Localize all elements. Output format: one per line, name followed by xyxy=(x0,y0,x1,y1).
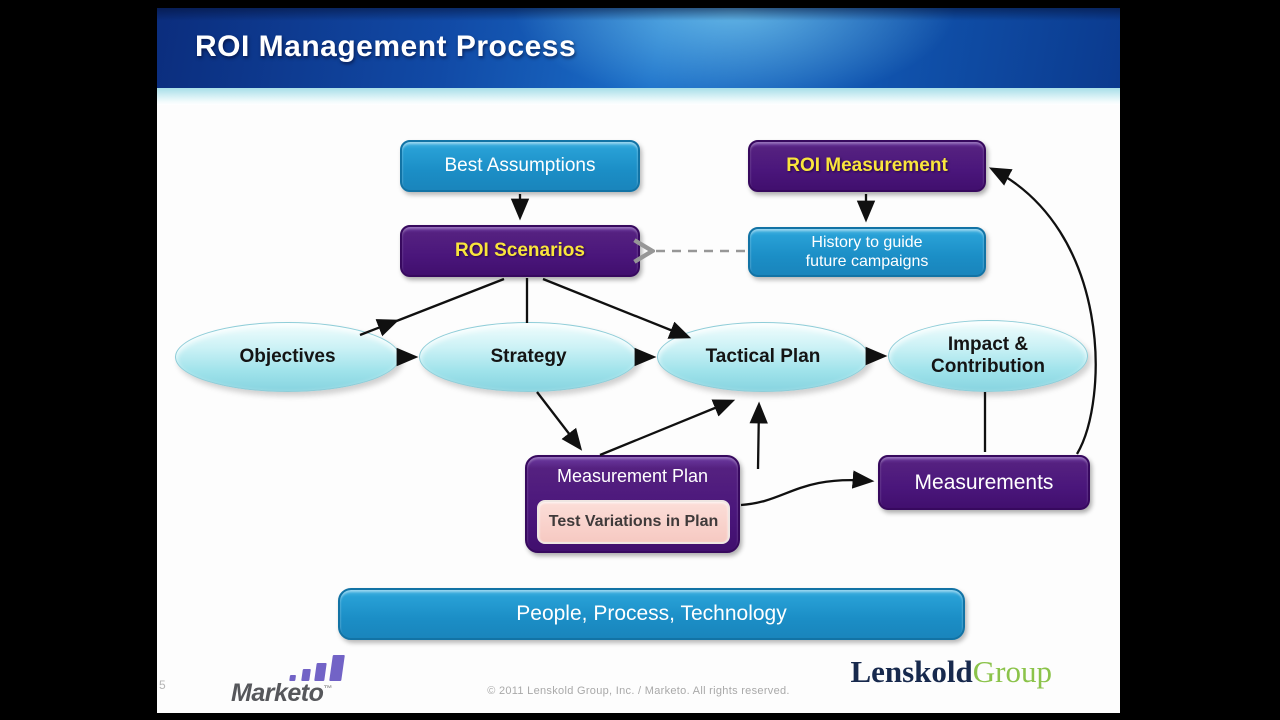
slide-header: ROI Management Process xyxy=(157,8,1120,88)
marketo-logo: Marketo™ xyxy=(231,654,351,710)
node-history-line1: History to guide xyxy=(811,233,923,251)
node-tactical-plan: Tactical Plan xyxy=(657,322,869,392)
node-history-line2: future campaigns xyxy=(805,253,929,270)
node-best-assumptions: Best Assumptions xyxy=(400,140,640,192)
node-roi-measurement: ROI Measurement xyxy=(748,140,986,192)
node-tactical-plan-label: Tactical Plan xyxy=(705,346,821,368)
node-roi-measurement-label: ROI Measurement xyxy=(786,155,948,176)
node-roi-scenarios: ROI Scenarios xyxy=(400,225,640,277)
node-impact-line2: Contribution xyxy=(931,356,1045,377)
marketo-wordmark: Marketo™ xyxy=(231,679,332,707)
node-people-process-technology-label: People, Process, Technology xyxy=(516,602,787,625)
node-measurements-label: Measurements xyxy=(914,470,1054,494)
slide-title: ROI Management Process xyxy=(195,30,577,63)
arrow-strategy-to-measurement-plan xyxy=(536,391,583,451)
copyright-text: © 2011 Lenskold Group, Inc. / Marketo. A… xyxy=(487,685,790,697)
node-impact-contribution: Impact & Contribution xyxy=(888,320,1088,392)
arrow-measurement-plan-to-tactical-vertical xyxy=(749,401,768,470)
arrow-measurement-plan-to-measurements xyxy=(740,470,875,507)
node-strategy-label: Strategy xyxy=(490,346,567,368)
node-impact-line1: Impact & xyxy=(947,334,1029,356)
node-test-variations: Test Variations in Plan xyxy=(537,500,730,544)
node-measurement-plan-label: Measurement Plan xyxy=(556,466,709,486)
marketo-trademark: ™ xyxy=(323,683,332,694)
node-people-process-technology: People, Process, Technology xyxy=(338,588,965,640)
page-number: 5 xyxy=(159,678,166,692)
arrow-measurements-to-roi-measurement xyxy=(988,167,1097,455)
header-accent-strip xyxy=(157,88,1120,105)
node-measurements: Measurements xyxy=(878,455,1090,510)
node-roi-scenarios-label: ROI Scenarios xyxy=(455,240,585,261)
group-word: Group xyxy=(972,654,1052,689)
node-strategy: Strategy xyxy=(419,322,638,392)
slide: ROI Management Process xyxy=(157,8,1120,713)
node-measurement-plan: Measurement Plan Test Variations in Plan xyxy=(525,455,740,553)
arrow-objectives-to-roi-scenarios-line xyxy=(393,277,505,324)
marketo-bars-icon xyxy=(289,655,345,681)
node-objectives: Objectives xyxy=(175,322,400,392)
lenskold-group-logo: LenskoldGroup xyxy=(850,654,1052,690)
node-history: History to guide future campaigns xyxy=(748,227,986,277)
lenskold-word: Lenskold xyxy=(850,654,973,689)
node-test-variations-label: Test Variations in Plan xyxy=(548,513,719,530)
node-objectives-label: Objectives xyxy=(239,346,336,368)
arrow-measurement-plan-to-tactical-diagonal xyxy=(599,399,736,457)
node-best-assumptions-label: Best Assumptions xyxy=(444,155,596,176)
